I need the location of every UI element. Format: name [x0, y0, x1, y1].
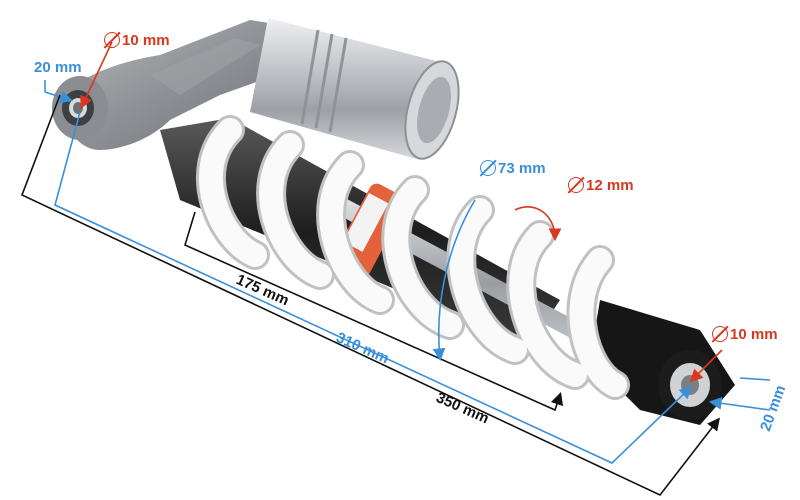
dimension-lines — [20, 41, 771, 496]
spring-diameter-label: 73 mm — [480, 160, 546, 177]
diameter-icon — [480, 160, 496, 176]
top-mount-width-label: 20 mm — [34, 59, 82, 76]
bottom-eyelet — [590, 300, 735, 425]
reservoir-arm — [62, 20, 300, 150]
bottom-bore-label: 10 mm — [712, 326, 778, 343]
diameter-icon — [104, 32, 120, 48]
diameter-icon — [712, 326, 728, 342]
spring-wire-label: 12 mm — [568, 177, 634, 194]
coil-spring — [195, 115, 630, 400]
top-eyelet — [52, 76, 108, 140]
reservoir-canister — [250, 18, 460, 160]
diameter-icon — [568, 177, 584, 193]
top-bore-label: 10 mm — [104, 32, 170, 49]
